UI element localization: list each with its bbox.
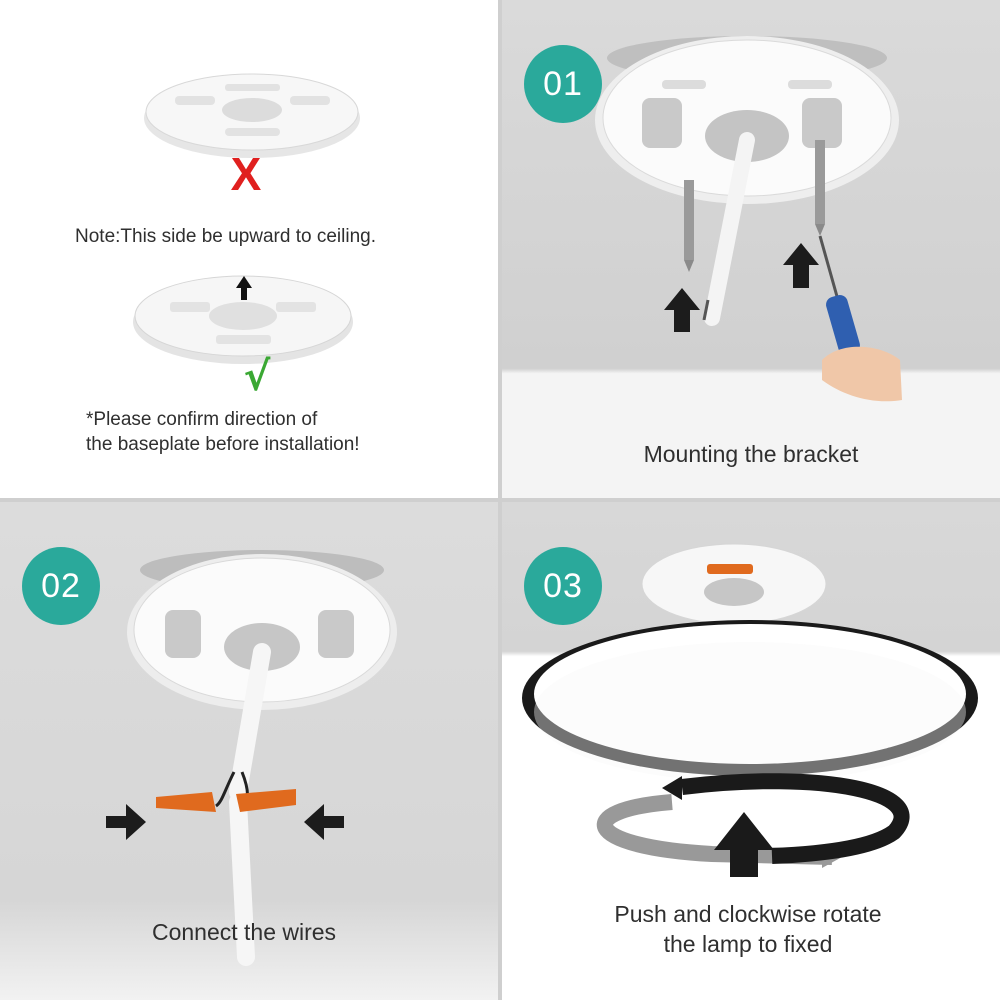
arrow-right-icon: [106, 804, 146, 840]
step-number-badge: 03: [524, 547, 602, 625]
step-caption-line-1: Push and clockwise rotate: [614, 901, 882, 927]
arrow-left-icon: [304, 804, 344, 840]
step-caption: Connect the wires: [151, 919, 337, 945]
ceiling-side-note: Note:This side be upward to ceiling.: [75, 226, 376, 247]
step-03-illustration: [522, 543, 978, 877]
screw-left-image: [684, 180, 694, 272]
step-01-illustration: [595, 36, 902, 402]
baseplate-correct-side-image: [133, 275, 353, 364]
orientation-note-panel: X √ Note:This side be upward to ceiling.…: [0, 0, 498, 498]
step-caption-line-2: the lamp to fixed: [663, 931, 833, 957]
mounting-bracket-image: [641, 543, 827, 625]
step-number-badge: 01: [524, 45, 602, 123]
arrow-up-icon: [714, 812, 774, 877]
confirm-direction-line-1: *Please confirm direction of: [86, 409, 318, 430]
right-mark: √: [244, 354, 271, 400]
baseplate-wrong-side-image: [144, 73, 360, 158]
step-01-panel: 01 Mounting the bracket: [502, 0, 1000, 498]
ceiling-lamp-image: [522, 620, 978, 782]
cable-image: [702, 132, 755, 326]
arrow-up-icon: [236, 276, 252, 300]
screw-right-image: [815, 140, 825, 236]
hand-image: [822, 346, 902, 402]
step-02-panel: 02 Connect the wires: [0, 502, 498, 1000]
baseplate-illustrations: X √: [133, 73, 360, 400]
step-02-illustration: [106, 550, 397, 966]
step-number-badge: 02: [22, 547, 100, 625]
step-caption: Mounting the bracket: [643, 441, 859, 467]
wire-connector-left-image: [156, 792, 216, 812]
confirm-direction-line-2: the baseplate before installation!: [86, 434, 360, 455]
mounting-bracket-image: [127, 550, 397, 710]
rotate-clockwise-icon: [596, 773, 910, 868]
wrong-mark: X: [231, 148, 262, 200]
step-03-panel: 03 Push and clockwise rotate the lamp to…: [502, 502, 1000, 1000]
arrow-up-icon: [664, 288, 700, 332]
wire-connector-right-image: [236, 789, 296, 812]
arrow-up-icon: [783, 243, 819, 288]
